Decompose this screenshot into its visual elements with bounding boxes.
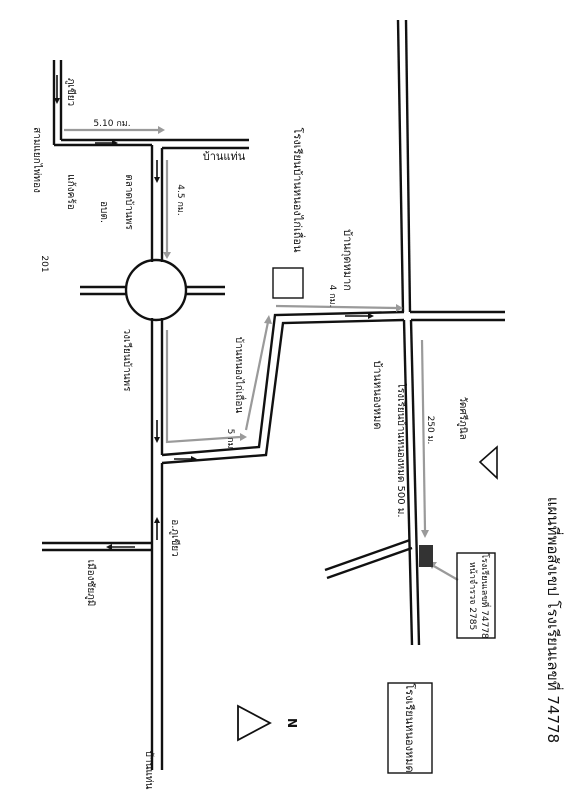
label-school-500: โรงเรียนบ้านหนองหมด 500 ม. (395, 382, 408, 517)
label-talat-ban-phon: ตลาดบ้านพร (123, 174, 135, 230)
road-lower-left (42, 541, 152, 552)
label-ban-nong-mot: บ้านหนองหมด (371, 360, 384, 429)
label-north: N (285, 718, 299, 728)
label-dist-45: 4.5 กม. (175, 184, 185, 215)
traffic-arrows (54, 75, 374, 550)
roundabout (124, 258, 188, 322)
road-lower-right (324, 538, 413, 580)
label-wat: วัดศรีภูนิล (457, 396, 469, 439)
road-vertical-main (150, 145, 164, 770)
label-a-phu-khieo: อ.ภูเขียว (169, 519, 181, 557)
label-mueang-chaiyaphum: เมืองชัยภูมิ (85, 560, 97, 607)
label-route-201: 201 (39, 255, 49, 272)
label-wongwian: วงเวียนบ้านพร (121, 329, 133, 393)
label-aso: อบต. (98, 201, 109, 223)
label-school-box: โรงเรียนหนองหมด (403, 683, 417, 772)
roundabout-spokes (80, 285, 225, 296)
north-arrow-icon (237, 704, 272, 742)
label-ban-nong-mak: บ้านกุดหมาก (341, 229, 354, 291)
wat-triangle-icon (478, 445, 498, 480)
road-horizontal-top (54, 138, 249, 150)
label-kaeng-khro: แก้งคร้อ (65, 174, 77, 209)
label-phu-khieo-top: ภูเขียว (65, 78, 77, 106)
label-ban-waen-bottom: บ้านแท่น (143, 751, 155, 790)
school-info-box (456, 552, 496, 639)
label-school-non-duang: โรงเรียนบ้านหนองไก่เถื่อน (291, 128, 306, 253)
label-dist-250: 250 ม. (425, 416, 435, 445)
label-sam-yaek: สามแยกไพ่ทอง (31, 127, 43, 193)
road-vertical-right (396, 19, 421, 646)
road-diagonal (161, 310, 405, 465)
school-name-box (387, 682, 433, 774)
road-horizontal-right (410, 310, 505, 322)
road-top-left (52, 60, 63, 145)
label-dist-510: 5.10 กม. (93, 119, 130, 129)
label-ban-waen: บ้านแท่น (203, 150, 246, 163)
label-ban-nong-kai-thuean: บ้านหนองไก่เถื่อน (233, 337, 247, 414)
school-location-marker (419, 545, 433, 567)
label-dist-4: 4 กม. (327, 285, 337, 308)
label-school-no: โรงเรียนเลขที่ 74778 (479, 553, 492, 639)
route-guide (64, 126, 459, 581)
school-building-box (272, 267, 304, 299)
map-title: แผนที่พอสังเขป โรงเรียนเลขที่ 74778 (544, 497, 564, 743)
label-phone: หน้าจำรวจ 2785 (467, 562, 478, 630)
label-dist-5: 5 กม. (225, 429, 235, 452)
